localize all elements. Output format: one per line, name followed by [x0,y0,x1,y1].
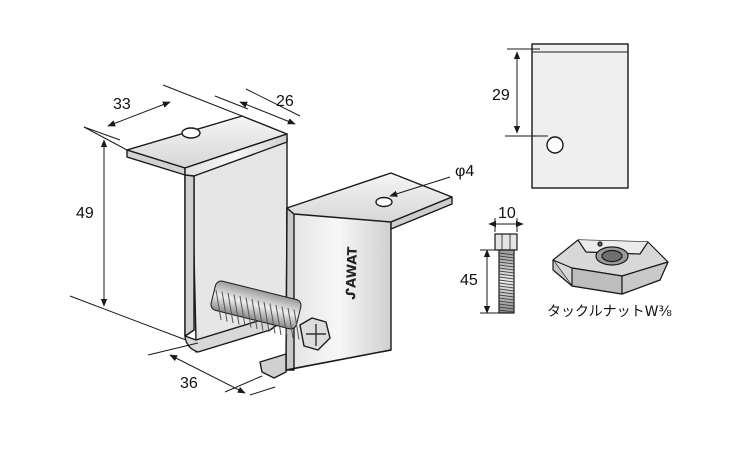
thread-line [498,252,515,256]
dim-26-arrow [239,101,296,125]
side-view [505,43,629,189]
dim-29-label: 29 [492,87,510,104]
dim-45-label: 45 [460,272,478,289]
thread-line [498,258,515,262]
dim-10-label: 10 [498,205,516,222]
thread-line [227,292,234,324]
dimension-lines [69,84,451,396]
thread-line [498,300,515,304]
thread-line [498,306,515,310]
thread-line [221,291,228,322]
dim-36-arrow [169,354,246,394]
phi-leader [389,176,451,197]
top-hole [181,127,201,139]
thread-line [498,309,515,313]
thread-line [498,303,515,307]
thread-line [498,261,515,265]
dim-33-arrow [107,101,171,127]
thread-line [498,279,515,283]
thread-line [498,297,515,301]
thread-line [498,255,515,259]
nut-caption: タックルナットW⅜ [547,304,672,320]
thread-line [239,295,246,327]
clamp-bolt [210,280,331,351]
thread-line [257,300,264,331]
thread-line [293,309,300,340]
thread-line [251,298,258,330]
dim-33-label: 33 [113,96,131,113]
bolt-head [494,233,518,251]
thread-line [498,276,515,280]
dim-49-label: 49 [76,205,94,222]
thread-line [498,288,515,292]
thread-line [233,294,240,325]
thread-line [498,282,515,286]
thread-line [498,264,515,268]
thread-line [281,306,288,337]
thread-line [245,297,252,328]
dim-26-label: 26 [276,93,294,110]
hole-diameter-label: φ4 [455,163,474,180]
thread-line [287,307,294,339]
thread-line [263,301,270,333]
brand-stamp: ᔑAWAT [344,246,361,300]
thread-line [498,294,515,298]
thread-line [498,285,515,289]
thread-line [498,267,515,271]
dim-36-label: 36 [180,375,198,392]
thread-line [498,291,515,295]
side-view-hole [546,136,564,154]
bracket-drawing [126,115,453,379]
thread-line [215,289,222,321]
thread-line [269,303,276,334]
side-hole [375,196,393,208]
thread-line [275,304,282,336]
bolt-drawing [480,218,524,314]
thread-line [498,270,515,274]
thread-line [498,273,515,277]
tackle-nut [552,239,669,295]
